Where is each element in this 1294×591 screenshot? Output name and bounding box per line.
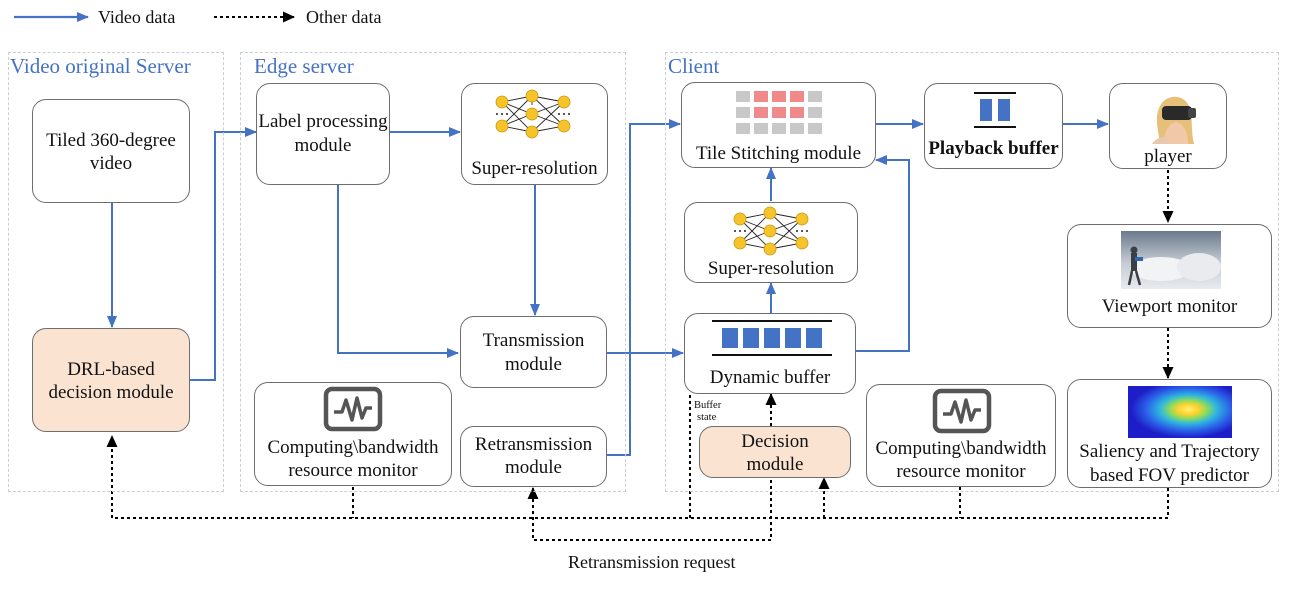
buffer-icon: [974, 92, 1016, 128]
wire-label-to-transmission: [337, 185, 459, 358]
wire-retransmission-request: [527, 480, 772, 541]
drl-decision-box: DRL-based decision module: [32, 328, 190, 432]
region-edge-server: [240, 52, 626, 492]
retransmission-request-label: Retransmission request: [568, 552, 736, 572]
client-decision-label-2: module: [746, 454, 804, 475]
region-client: [665, 52, 1279, 492]
tile-grid-icon: [736, 91, 822, 134]
edge-super-resolution-label: Super-resolution: [471, 158, 598, 179]
dynamic-buffer-box: Dynamic buffer: [684, 313, 856, 394]
transmission-label-1: Transmission: [482, 330, 585, 351]
waveform-monitor-icon: [323, 386, 383, 432]
wire-buffer-to-stitching: [856, 155, 910, 352]
fov-predictor-box: Saliency and Trajectory based FOV predic…: [1067, 379, 1272, 488]
wire-retransmission-to-stitching: [607, 119, 681, 456]
player-box: player: [1109, 83, 1227, 169]
viewport-monitor-label: Viewport monitor: [1101, 296, 1238, 317]
tile-stitching-box: Tile Stitching module: [681, 82, 876, 168]
label-processing-label-2: module: [294, 135, 352, 156]
legend-other-label: Other data: [306, 7, 382, 27]
viewport-monitor-box: Viewport monitor: [1067, 224, 1272, 328]
edge-monitor-label-2: resource monitor: [288, 460, 418, 481]
label-processing-label-1: Label processing: [258, 111, 388, 132]
fov-label-2: based FOV predictor: [1089, 465, 1249, 486]
retransmission-label-2: module: [505, 457, 562, 478]
tile-stitching-label: Tile Stitching module: [695, 143, 862, 164]
wire-drl-to-label: [190, 127, 257, 381]
region-video-server-title: Video original Server: [10, 54, 191, 78]
buffer-state-label-1: Buffer: [694, 400, 722, 411]
tiled-video-label-1: Tiled 360-degree: [46, 130, 176, 151]
neural-network-icon: [733, 206, 809, 256]
region-video-server: [8, 52, 224, 492]
tiled-video-box: Tiled 360-degree video: [32, 99, 190, 203]
client-resource-monitor-box: Computing\bandwidth resource monitor: [866, 384, 1056, 487]
fov-label-1: Saliency and Trajectory: [1079, 441, 1260, 462]
transmission-box: Transmission module: [460, 316, 607, 388]
buffer-state-label-2: state: [697, 412, 717, 423]
transmission-label-2: module: [505, 354, 562, 375]
dynamic-buffer-label: Dynamic buffer: [709, 367, 831, 388]
legend-video-label: Video data: [98, 7, 176, 27]
client-decision-label-1: Decision: [741, 431, 809, 452]
waveform-monitor-icon: [932, 388, 992, 434]
client-monitor-label-2: resource monitor: [896, 461, 1026, 482]
client-super-resolution-label: Super-resolution: [707, 258, 835, 279]
client-decision-box: Decision module: [699, 426, 851, 478]
retransmission-box: Retransmission module: [460, 426, 607, 487]
region-client-title: Client: [668, 54, 720, 78]
retransmission-label-1: Retransmission: [474, 434, 593, 455]
viewport-photo: [1121, 231, 1221, 289]
edge-resource-monitor-box: Computing\bandwidth resource monitor: [254, 382, 452, 486]
wire-feedback-bus: [106, 435, 1169, 519]
region-edge-server-title: Edge server: [254, 54, 354, 78]
saliency-heatmap: [1128, 386, 1232, 438]
label-processing-box: Label processing module: [256, 83, 390, 185]
player-label: player: [1144, 146, 1192, 167]
vr-headset-photo: [1152, 96, 1196, 144]
playback-buffer-box: Playback buffer: [924, 83, 1063, 169]
drl-label-1: DRL-based: [67, 359, 155, 380]
neural-network-icon: [495, 89, 571, 139]
client-monitor-label-1: Computing\bandwidth: [875, 438, 1047, 459]
buffer-icon: [712, 320, 832, 356]
client-super-resolution-box: Super-resolution: [684, 202, 858, 283]
playback-buffer-label: Playback buffer: [928, 138, 1059, 159]
edge-super-resolution-box: Super-resolution: [461, 83, 608, 185]
edge-monitor-label-1: Computing\bandwidth: [267, 437, 439, 458]
tiled-video-label-2: video: [89, 153, 133, 174]
drl-label-2: decision module: [48, 382, 174, 403]
